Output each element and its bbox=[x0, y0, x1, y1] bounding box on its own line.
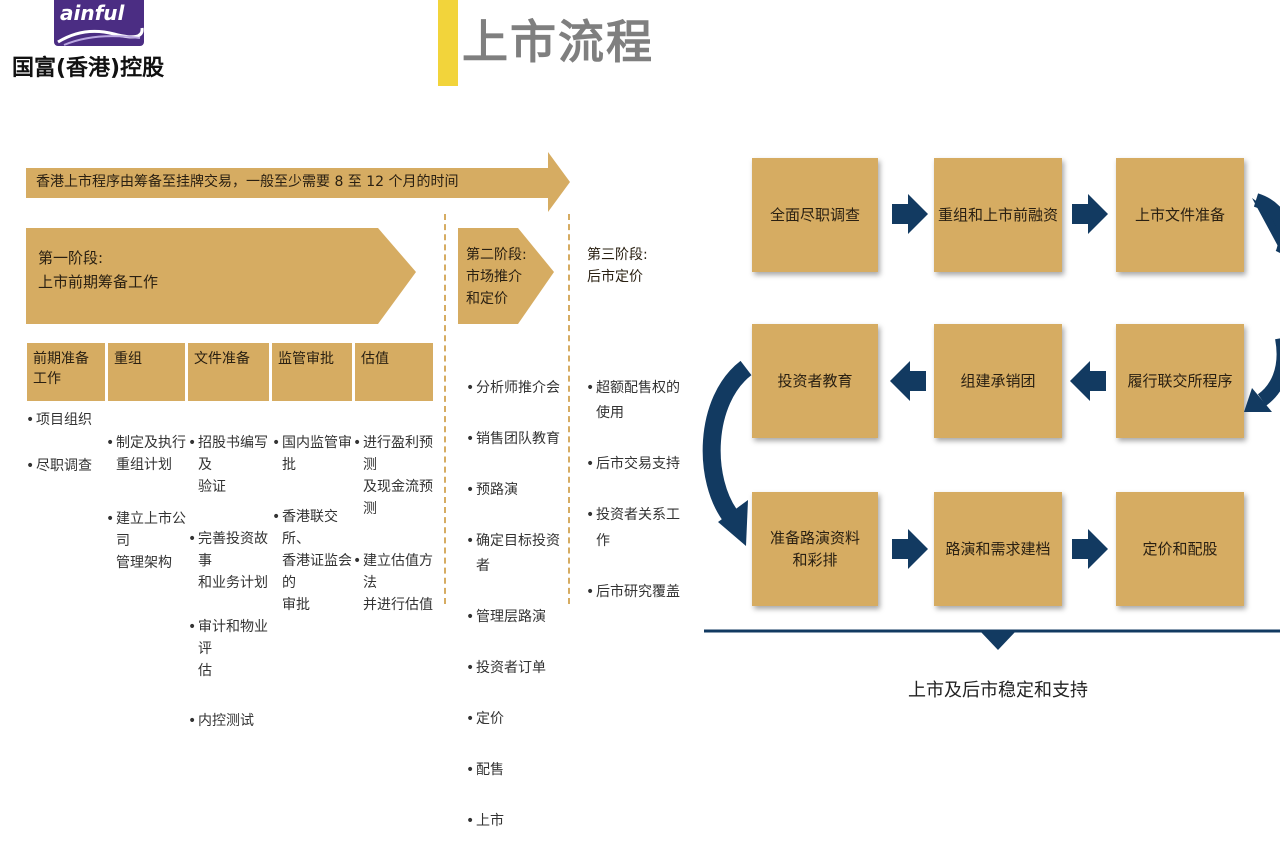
footer-text: 上市及后市稳定和支持 bbox=[908, 680, 1088, 701]
list-item: 项目组织 bbox=[26, 410, 106, 430]
stage3-list: 超额配售权的 使用 后市交易支持 投资者关系工 作 后市研究覆盖 bbox=[586, 350, 686, 631]
list-item: 预路演 bbox=[466, 478, 566, 504]
step-investor-education: 投资者教育 bbox=[752, 324, 878, 438]
col3-list: 招股书编写及 验证 完善投资故事 和业务计划 审计和物业评 估 内控测试 bbox=[188, 410, 272, 754]
stage2-label: 第二阶段: 市场推介 和定价 bbox=[466, 247, 527, 307]
arrow-right-icon bbox=[1072, 194, 1108, 234]
list-item: 销售团队教育 bbox=[466, 427, 566, 453]
list-item: 分析师推介会 bbox=[466, 376, 566, 402]
tab-regulatory: 监管审批 bbox=[272, 343, 352, 401]
list-item: 招股书编写及 验证 bbox=[188, 432, 272, 498]
list-item: 审计和物业评 估 bbox=[188, 616, 272, 682]
curve-arrow-down-icon bbox=[718, 500, 748, 546]
arrow-right-icon bbox=[1072, 529, 1108, 569]
banner-text: 香港上市程序由筹备至挂牌交易，一般至少需要 8 至 12 个月的时间 bbox=[36, 174, 459, 190]
list-item: 进行盈利预测 及现金流预测 bbox=[353, 432, 437, 520]
col1-list: 项目组织 尽职调查 bbox=[26, 410, 106, 476]
stage2-arrow bbox=[458, 228, 554, 324]
list-item: 建立上市公司 管理架构 bbox=[106, 508, 190, 574]
stage1-arrow bbox=[26, 228, 416, 324]
list-item: 上市 bbox=[466, 809, 566, 835]
title-accent-bar bbox=[438, 0, 458, 86]
list-item: 完善投资故事 和业务计划 bbox=[188, 528, 272, 594]
list-item: 投资者订单 bbox=[466, 656, 566, 682]
col2-list: 制定及执行 重组计划 建立上市公司 管理架构 bbox=[106, 410, 190, 596]
company-name: 国富(香港)控股 bbox=[12, 56, 165, 81]
logo bbox=[54, 0, 144, 46]
col4-list: 国内监管审批 香港联交所、 香港证监会的 审批 bbox=[272, 410, 354, 638]
list-item: 香港联交所、 香港证监会的 审批 bbox=[272, 506, 354, 616]
tab-prep: 前期准备 工作 bbox=[27, 343, 105, 401]
list-item: 国内监管审批 bbox=[272, 432, 354, 476]
down-triangle-icon bbox=[980, 631, 1016, 650]
stage2-list: 分析师推介会 销售团队教育 预路演 确定目标投资 者 管理层路演 投资者订单 定… bbox=[466, 350, 566, 860]
curve-arrow-right-icon bbox=[1244, 388, 1272, 412]
list-item: 配售 bbox=[466, 758, 566, 784]
step-roadshow-prep: 准备路演资料 和彩排 bbox=[752, 492, 878, 606]
step-roadshow: 路演和需求建档 bbox=[934, 492, 1062, 606]
arrow-right-icon bbox=[892, 529, 928, 569]
stage3-label: 第三阶段: 后市定价 bbox=[587, 247, 648, 285]
tab-documents: 文件准备 bbox=[188, 343, 269, 401]
list-item: 尽职调查 bbox=[26, 456, 106, 476]
logo-swirl-icon bbox=[57, 27, 144, 46]
list-item: 管理层路演 bbox=[466, 605, 566, 631]
flow-arrows bbox=[702, 193, 1280, 650]
tab-restructure: 重组 bbox=[108, 343, 185, 401]
step-listing-docs: 上市文件准备 bbox=[1116, 158, 1244, 272]
page-title: 上市流程 bbox=[462, 15, 654, 69]
arrow-left-icon bbox=[890, 361, 926, 401]
step-syndicate: 组建承销团 bbox=[934, 324, 1062, 438]
list-item: 投资者关系工 作 bbox=[586, 503, 686, 554]
list-item: 后市研究覆盖 bbox=[586, 580, 686, 606]
list-item: 制定及执行 重组计划 bbox=[106, 432, 190, 476]
step-pricing: 定价和配股 bbox=[1116, 492, 1244, 606]
logo-text: ainful bbox=[60, 1, 125, 25]
list-item: 后市交易支持 bbox=[586, 452, 686, 478]
step-due-diligence: 全面尽职调查 bbox=[752, 158, 878, 272]
step-restructure: 重组和上市前融资 bbox=[934, 158, 1062, 272]
banner-arrow bbox=[26, 152, 570, 212]
list-item: 建立估值方法 并进行估值 bbox=[353, 550, 437, 616]
arrow-left-icon bbox=[1070, 361, 1106, 401]
divider-1 bbox=[444, 214, 446, 604]
arrow-right-icon bbox=[892, 194, 928, 234]
list-item: 内控测试 bbox=[188, 710, 272, 732]
tab-valuation: 估值 bbox=[355, 343, 433, 401]
divider-2 bbox=[568, 214, 570, 604]
list-item: 确定目标投资 者 bbox=[466, 529, 566, 580]
left-arrows bbox=[26, 152, 570, 324]
list-item: 超额配售权的 使用 bbox=[586, 376, 686, 427]
col5-list: 进行盈利预测 及现金流预测 建立估值方法 并进行估值 bbox=[353, 410, 437, 638]
stage1-label: 第一阶段: 上市前期筹备工作 bbox=[38, 249, 159, 291]
step-exchange-procedures: 履行联交所程序 bbox=[1116, 324, 1244, 438]
